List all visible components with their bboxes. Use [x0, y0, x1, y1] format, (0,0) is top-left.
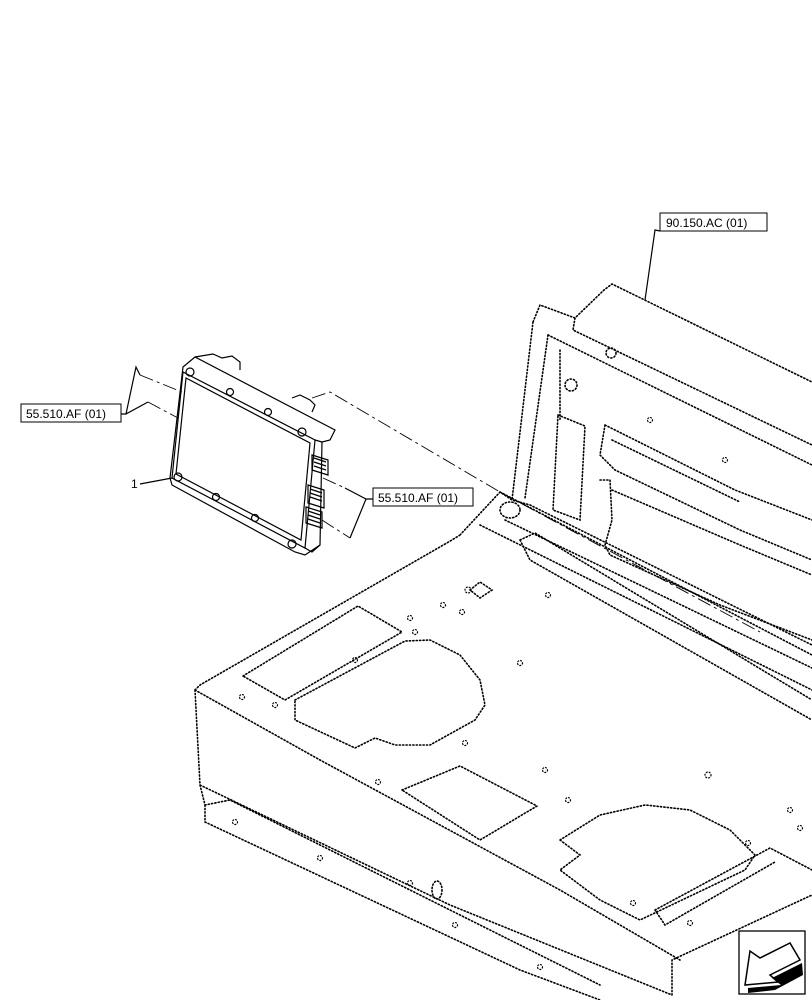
frame-base-flange	[204, 804, 601, 1001]
module-housing	[169, 356, 336, 556]
frame-platform-inner-rail	[479, 519, 812, 721]
frame-cutout-right	[558, 804, 757, 921]
frame-rear-wall-face	[524, 334, 561, 499]
frame-skirt-edge	[671, 894, 812, 996]
frame-hole-4	[721, 456, 729, 464]
module-side	[304, 439, 323, 553]
frame-cutout-top-slot	[468, 581, 494, 599]
centerlines	[139, 374, 761, 633]
callout-harness-left[interactable]: 55.510.AF (01)	[20, 365, 149, 423]
module-front-face	[171, 371, 316, 549]
centerline-platform	[499, 491, 761, 633]
callout-frame-ref-box[interactable]	[659, 212, 768, 232]
frame-cutout-front	[400, 765, 539, 841]
frame-cutout-far-right	[654, 847, 812, 927]
centerline-top-right	[311, 391, 501, 493]
callout-frame-ref-leader	[644, 229, 661, 301]
frame-assembly	[194, 283, 812, 1001]
callout-item-leader	[139, 477, 173, 485]
module-screws	[173, 367, 307, 549]
frame-slot-left	[552, 413, 586, 522]
module-front-inner	[175, 377, 311, 541]
frame-cutout-large-center	[294, 639, 486, 749]
callout-harness-right-box[interactable]	[372, 487, 474, 507]
callout-harness-right-label: 55.510.AF (01)	[378, 491, 458, 505]
frame-hole-3	[646, 416, 654, 424]
centerline-left-bottom	[147, 401, 179, 419]
callout-harness-left-label: 55.510.AF (01)	[26, 407, 106, 421]
frame-front-skirt	[194, 689, 673, 996]
callout-harness-left-leader	[121, 365, 149, 415]
frame-platform-top	[194, 490, 812, 961]
callout-frame-ref[interactable]: 90.150.AC (01)	[644, 212, 768, 301]
frame-hole-2	[605, 347, 617, 359]
centerline-left-top	[139, 374, 183, 393]
frame-hole-1	[564, 378, 578, 392]
arrow-navigation-shadow	[748, 963, 803, 993]
callout-harness-left-box[interactable]	[20, 403, 122, 423]
frame-slot-lower	[599, 479, 812, 641]
frame-rear-wall	[511, 283, 812, 501]
frame-slot-channel	[599, 424, 812, 561]
frame-mounting-holes	[231, 501, 804, 971]
arrow-navigation-icon[interactable]	[738, 930, 806, 995]
frame-cutout-small-left	[241, 605, 404, 701]
centerline-connector-2	[321, 519, 351, 539]
module-connectors	[305, 454, 329, 529]
module-top-flange	[194, 353, 316, 413]
callout-item-1[interactable]: 1	[131, 477, 173, 491]
callout-harness-right[interactable]: 55.510.AF (01)	[344, 487, 474, 539]
centerline-connector-1	[322, 477, 346, 489]
callout-item-number: 1	[131, 477, 138, 491]
control-module	[169, 353, 336, 556]
callout-frame-ref-label: 90.150.AC (01)	[666, 216, 747, 230]
callout-harness-right-leader	[344, 487, 373, 539]
